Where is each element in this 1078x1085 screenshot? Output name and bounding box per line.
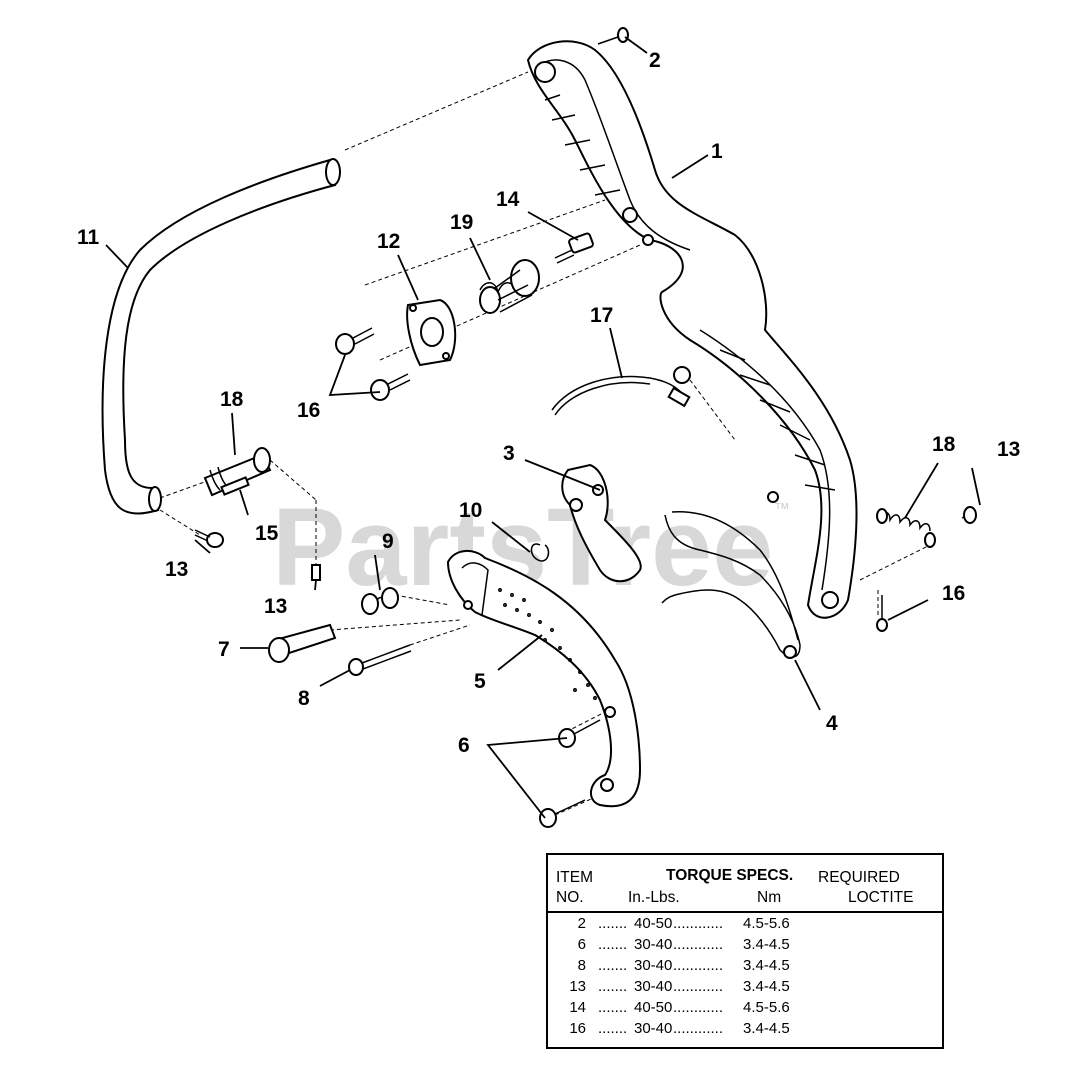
- table-row: 16....... 30-40............ 3.4-4.5: [548, 1020, 942, 1041]
- table-row: 6....... 30-40............ 3.4-4.5: [548, 936, 942, 957]
- screw-part-8: [348, 644, 412, 676]
- table-row: 8....... 30-40............ 3.4-4.5: [548, 957, 942, 978]
- leader-dots: .......: [598, 999, 628, 1016]
- front-handle-part: [526, 40, 858, 619]
- callout-9: 9: [382, 530, 394, 553]
- nm-value: 3.4-4.5: [743, 957, 790, 974]
- plate-part: [406, 298, 457, 367]
- callout-8: 8: [298, 687, 310, 710]
- nm-value: 3.4-4.5: [743, 978, 790, 995]
- header-loctite: LOCTITE: [848, 889, 914, 906]
- inlbs-value: 30-40: [634, 957, 673, 974]
- screw-parts-6: [539, 719, 601, 828]
- header-no: NO.: [556, 889, 584, 906]
- brake-spring-part-4: [661, 511, 801, 659]
- callout-14: 14: [496, 188, 520, 211]
- item-number: 14: [569, 999, 586, 1016]
- inlbs-value: 40-50: [634, 915, 673, 932]
- callout-18-right: 18: [932, 433, 956, 456]
- item-number: 2: [577, 915, 586, 932]
- pin-part-7: [268, 623, 337, 663]
- nm-value: 4.5-5.6: [743, 915, 790, 932]
- spring-part-9: [361, 587, 399, 615]
- callout-13-left: 13: [165, 558, 188, 581]
- callout-13-middle: 13: [264, 595, 287, 618]
- table-row: 2....... 40-50............ 4.5-5.6: [548, 915, 942, 936]
- inlbs-value: 30-40: [634, 978, 673, 995]
- callout-4: 4: [826, 712, 838, 735]
- screw-part-2: [597, 27, 629, 45]
- item-number: 16: [569, 1020, 586, 1037]
- screw-parts-13: [194, 506, 977, 581]
- header-inlbs: In.-Lbs.: [628, 889, 680, 906]
- callout-19: 19: [450, 211, 473, 234]
- leader-dots: .......: [598, 915, 628, 932]
- callout-16-left: 16: [297, 399, 320, 422]
- nm-value: 3.4-4.5: [743, 1020, 790, 1037]
- handlebar-part: [101, 158, 341, 515]
- leader-dots: ............: [673, 999, 724, 1016]
- screw-part-16-right: [876, 595, 888, 632]
- callout-16-right: 16: [942, 582, 965, 605]
- callout-5: 5: [474, 670, 486, 693]
- spring-part-18-right: [876, 508, 936, 548]
- header-nm: Nm: [757, 889, 782, 906]
- table-row: 14....... 40-50............ 4.5-5.6: [548, 999, 942, 1020]
- callout-18-left: 18: [220, 388, 244, 411]
- leader-dots: .......: [598, 936, 628, 953]
- callout-15: 15: [255, 522, 279, 545]
- header-torque-specs: TORQUE SPECS.: [666, 867, 794, 884]
- callout-17: 17: [590, 304, 613, 327]
- inlbs-value: 30-40: [634, 1020, 673, 1037]
- leader-dots: ............: [673, 957, 724, 974]
- callout-11: 11: [77, 226, 100, 249]
- watermark-trademark: ™: [774, 501, 790, 518]
- callout-3: 3: [503, 442, 515, 465]
- leader-dots: ............: [673, 978, 724, 995]
- item-number: 6: [577, 936, 586, 953]
- leader-dots: .......: [598, 1020, 628, 1037]
- header-divider: [548, 911, 942, 913]
- lever-part-3: [561, 463, 642, 583]
- callout-12: 12: [377, 230, 400, 253]
- table-row: 13....... 30-40............ 3.4-4.5: [548, 978, 942, 999]
- spring-pin-part-left: [203, 447, 272, 497]
- header-required: REQUIRED: [818, 869, 900, 886]
- leader-dots: ............: [673, 915, 724, 932]
- callout-7: 7: [218, 638, 230, 661]
- torque-specs-table: ITEM NO. TORQUE SPECS. In.-Lbs. Nm REQUI…: [546, 853, 944, 1049]
- nm-value: 4.5-5.6: [743, 999, 790, 1016]
- header-item: ITEM: [556, 869, 594, 886]
- callout-6: 6: [458, 734, 470, 757]
- leader-dots: ............: [673, 1020, 724, 1037]
- callout-labels: 2 1 3 4 5 6 7 8 9 10 11 12 13 13 13 14 1…: [77, 49, 1020, 757]
- screw-parts-16-upper: [335, 327, 411, 401]
- nm-value: 3.4-4.5: [743, 936, 790, 953]
- hand-guard-part-5: [446, 550, 642, 808]
- leader-dots: ............: [673, 936, 724, 953]
- clip-part-10: [530, 543, 550, 562]
- item-number: 13: [569, 978, 586, 995]
- cable-part: [551, 375, 691, 416]
- callout-10: 10: [459, 499, 482, 522]
- inlbs-value: 30-40: [634, 936, 673, 953]
- item-number: 8: [577, 957, 586, 974]
- leader-dots: .......: [598, 957, 628, 974]
- leader-lines: [105, 36, 981, 819]
- leader-dots: .......: [598, 978, 628, 995]
- inlbs-value: 40-50: [634, 999, 673, 1016]
- callout-2: 2: [649, 49, 661, 72]
- spring-assembly-part: [479, 259, 540, 314]
- callout-1: 1: [711, 140, 723, 163]
- callout-13-right: 13: [997, 438, 1020, 461]
